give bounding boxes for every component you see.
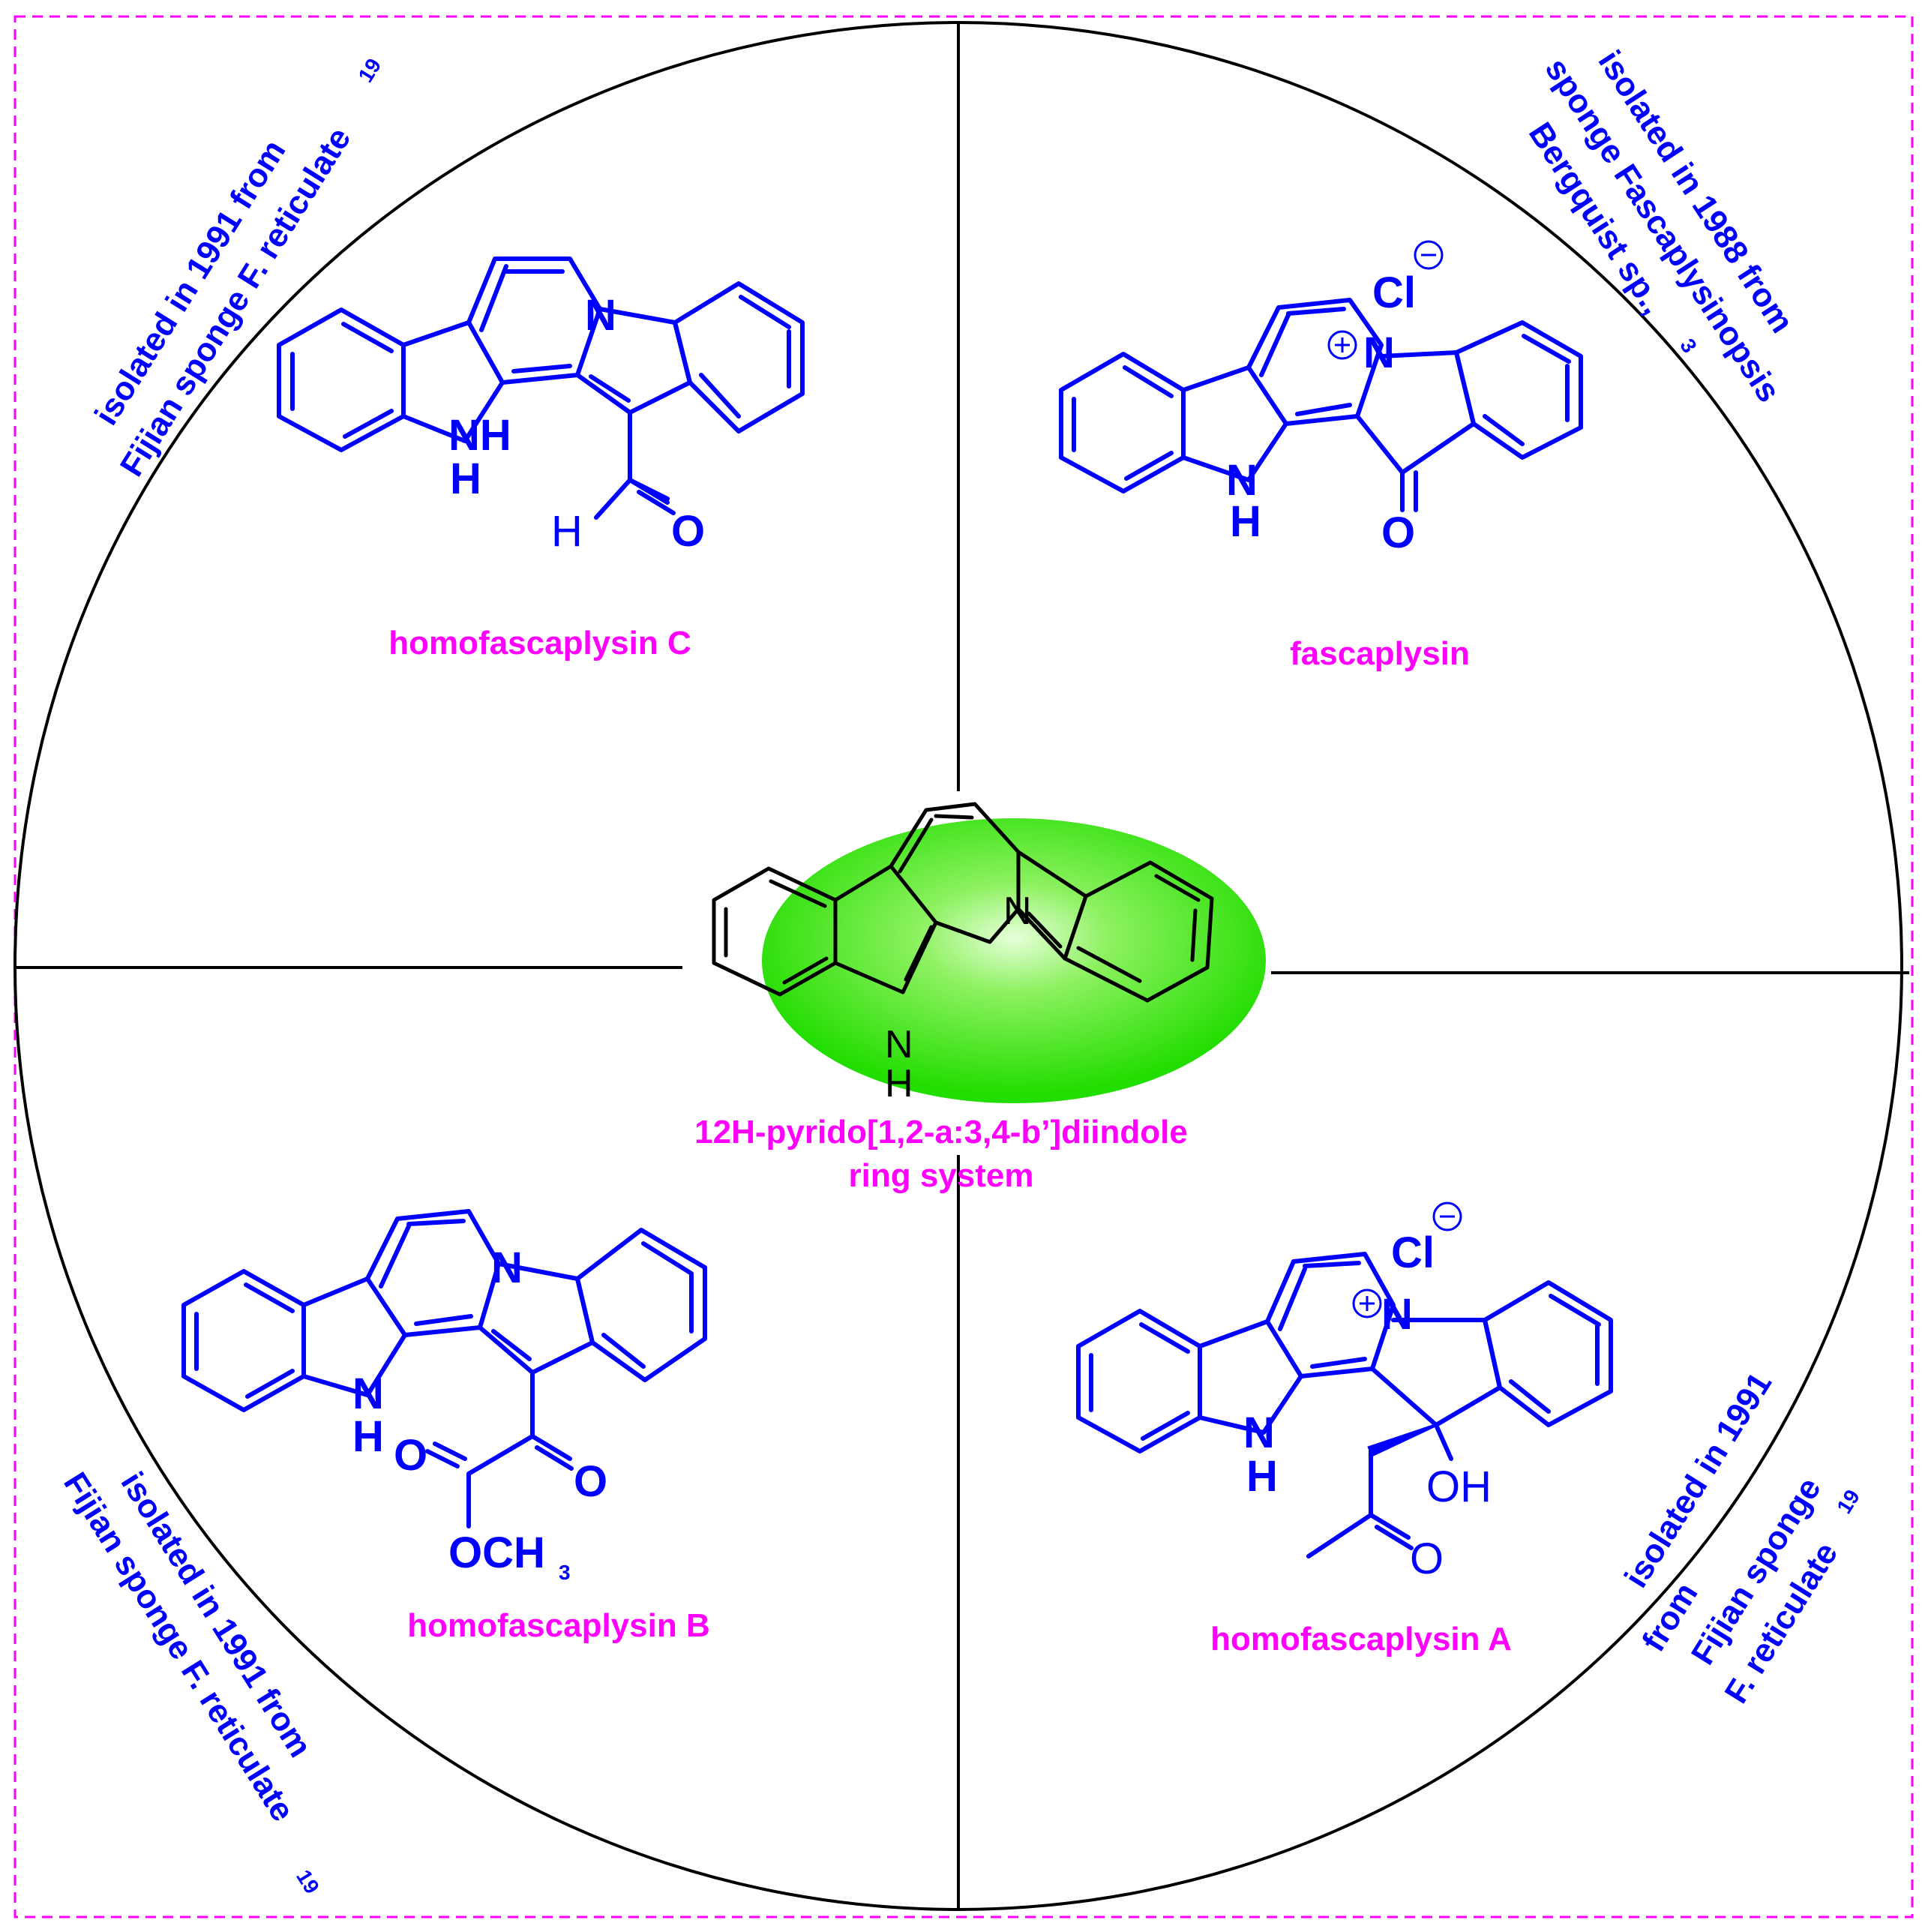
core-name-line2: ring system [849, 1157, 1034, 1194]
structure-fascaplysin: N N H O Cl [1059, 240, 1583, 557]
label-homofascaplysin-b: homofascaplysin B [407, 1607, 709, 1644]
fasc-cl-atom: Cl [1372, 268, 1416, 317]
hfa-nh-h-atom: H [1246, 1452, 1278, 1501]
core-green-ellipse [762, 818, 1266, 1103]
hfb-nh-h-atom: H [352, 1412, 384, 1461]
hfa-nh-n-atom: N [1243, 1408, 1275, 1457]
note-bottom-right: isolated in 1991 from Fijian sponge F. r… [1618, 1366, 1864, 1709]
core-ring-system: N N H [712, 802, 1266, 1106]
hfb-och3-atom: OCH [448, 1528, 545, 1577]
label-homofascaplysin-a: homofascaplysin A [1210, 1621, 1512, 1658]
hfa-oh-atom: OH [1426, 1462, 1492, 1511]
hfb-o2-atom: O [574, 1457, 607, 1506]
fasc-nh-n-atom: N [1226, 456, 1258, 505]
hfb-nh-n-atom: N [352, 1370, 384, 1418]
core-nh-n-atom: N [885, 1023, 913, 1066]
note-bottom-left-ref: 19 [292, 1866, 324, 1898]
hfc-nh-n-atom: NH [448, 411, 511, 460]
fasc-n-atom: N [1363, 328, 1395, 377]
label-fascaplysin: fascaplysin [1290, 635, 1470, 672]
structure-homofascaplysin-b: N N H O O OCH 3 [181, 1209, 707, 1584]
fasc-nh-h-atom: H [1230, 497, 1261, 546]
note-bottom-left: isolated in 1991 from Fijian sponge F. r… [56, 1466, 324, 1898]
note-bottom-right-ref: 19 [1832, 1486, 1864, 1518]
structure-homofascaplysin-c: N NH H H O [277, 256, 805, 556]
core-nh-h-atom: H [885, 1062, 913, 1106]
label-homofascaplysin-c: homofascaplysin C [388, 625, 691, 662]
hfa-n-atom: N [1381, 1290, 1413, 1339]
hfc-nh-h-atom: H [450, 454, 481, 503]
core-n-atom: N [1003, 890, 1032, 933]
fasc-o-atom: O [1381, 508, 1415, 557]
core-name-line1: 12H-pyrido[1,2-a:3,4-b’]diindole [694, 1114, 1188, 1150]
hfa-o-atom: O [1410, 1534, 1444, 1583]
hfa-cl-atom: Cl [1391, 1228, 1435, 1277]
hfb-n-atom: N [491, 1244, 523, 1292]
hfc-h-atom: H [551, 507, 583, 556]
hfc-o-atom: O [671, 507, 705, 556]
note-top-right-ref: 3 [1675, 334, 1701, 357]
hfb-o1-atom: O [394, 1431, 427, 1480]
note-top-left: isolated in 1991 from Fijian sponge F. r… [88, 54, 386, 482]
hfc-n-atom: N [585, 291, 616, 340]
hfb-och3-subscript: 3 [559, 1561, 571, 1584]
note-top-left-ref: 19 [354, 54, 386, 86]
structure-homofascaplysin-a: N N H OH O Cl [1076, 1202, 1613, 1583]
